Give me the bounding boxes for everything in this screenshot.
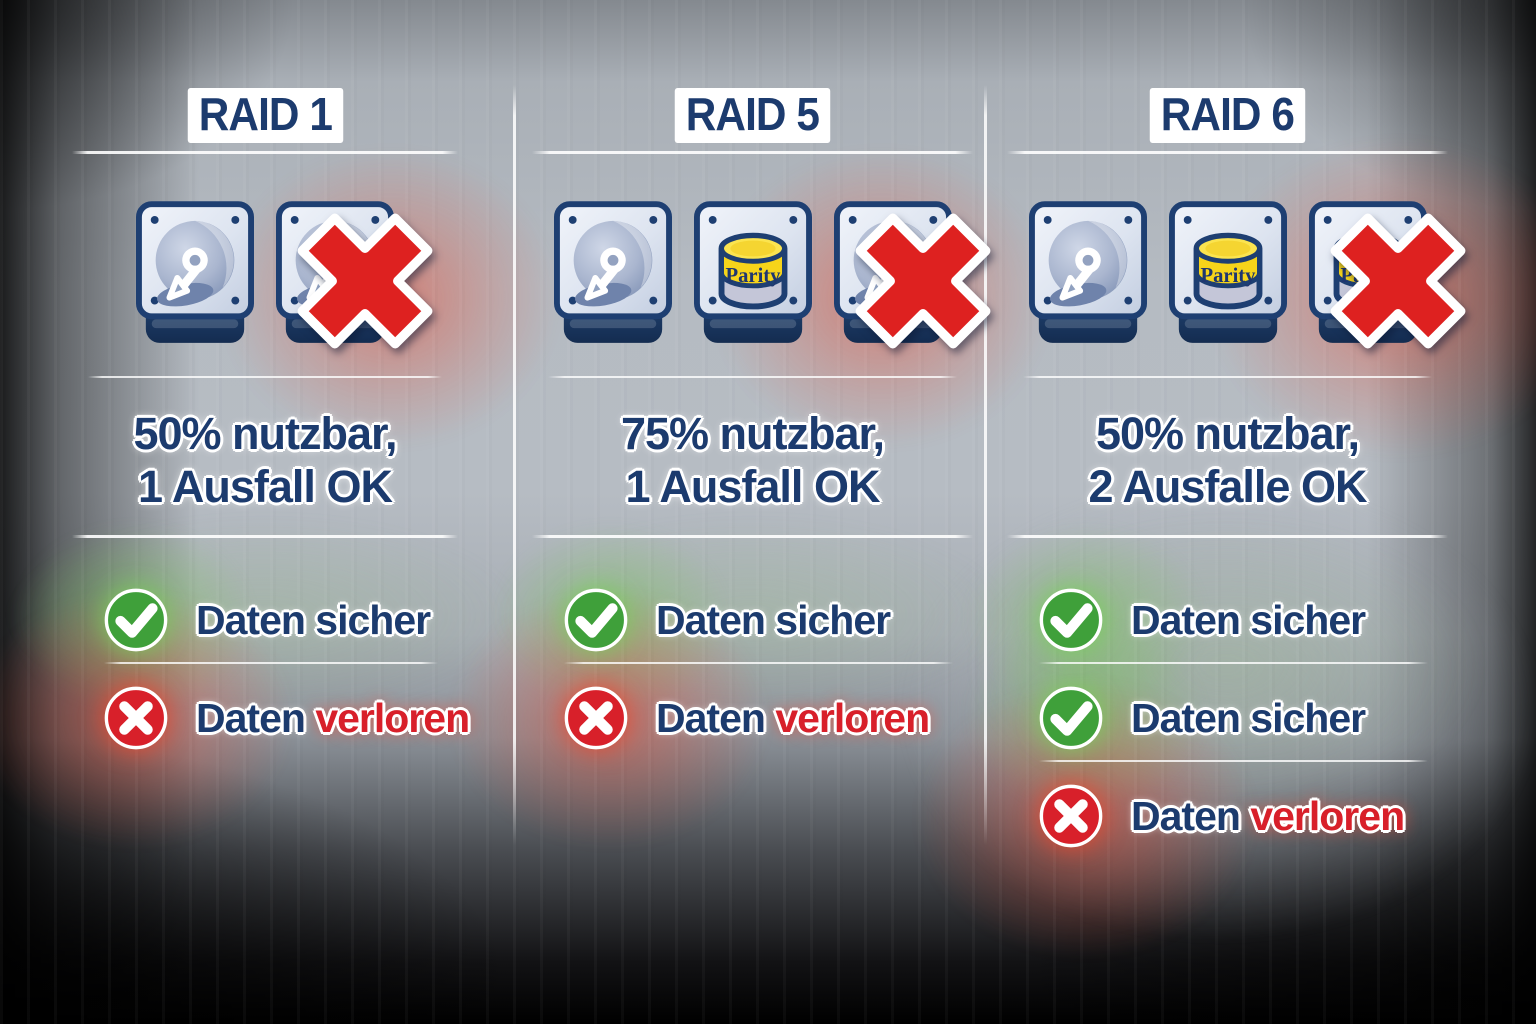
row-divider-line [1039, 760, 1428, 762]
status-row: Daten sicher [1037, 576, 1450, 664]
status-text-main: Daten sicher [196, 596, 431, 643]
column-title-label: RAID 6 [1149, 88, 1306, 143]
row-divider-line [564, 662, 953, 664]
parity-drive-failed: Parity [1308, 200, 1465, 352]
status-text: Daten verloren [656, 694, 930, 742]
row-divider-line [1039, 662, 1428, 664]
cross-icon [1039, 784, 1103, 848]
capacity-line-2: 1 Ausfall OK [138, 460, 393, 512]
data-drive-failed [833, 200, 990, 352]
divider-line [532, 151, 973, 154]
status-row: Daten sicher [1037, 674, 1450, 762]
check-badge [1037, 586, 1105, 654]
drive-row: Parity Parity [995, 200, 1465, 352]
divider-line [1007, 535, 1448, 538]
column-divider [984, 85, 987, 845]
cross-icon [104, 686, 168, 750]
hdd-icon [136, 201, 254, 343]
divider-line [1007, 151, 1448, 154]
cross-icon [564, 686, 628, 750]
status-row: Daten verloren [1037, 772, 1450, 860]
check-badge [562, 586, 630, 654]
divider-line [548, 376, 957, 378]
divider-line [72, 151, 458, 154]
column-title: RAID 1 [60, 88, 470, 143]
row-divider-line [104, 662, 438, 664]
check-badge [102, 586, 170, 654]
status-text: Daten verloren [1131, 792, 1405, 840]
raid-column-raid1: RAID 1 [60, 0, 470, 1024]
column-title: RAID 5 [520, 88, 985, 143]
status-text: Daten sicher [1131, 596, 1366, 644]
status-text-main: Daten sicher [1131, 596, 1366, 643]
check-icon [1039, 686, 1103, 750]
check-badge [1037, 684, 1105, 752]
column-title: RAID 6 [995, 88, 1460, 143]
column-title-label: RAID 5 [674, 88, 831, 143]
status-text-highlight: verloren [775, 694, 930, 741]
drive-row [60, 200, 470, 352]
failed-x-icon [855, 213, 990, 349]
failed-x-icon [297, 213, 433, 349]
hdd-icon [1028, 201, 1147, 343]
capacity-text: 75% nutzbar, 1 Ausfall OK [520, 408, 985, 513]
capacity-line-1: 50% nutzbar, [133, 408, 397, 459]
parity-label: Parity [725, 265, 781, 287]
data-drive [136, 200, 254, 352]
capacity-line-2: 2 Ausfalle OK [1088, 460, 1368, 512]
hdd-icon [553, 201, 672, 343]
parity-drive: Parity [693, 200, 812, 352]
status-row: Daten verloren [562, 674, 975, 762]
cross-badge [562, 684, 630, 752]
capacity-text: 50% nutzbar, 1 Ausfall OK [60, 408, 470, 513]
status-text: Daten verloren [196, 694, 470, 742]
status-text-main: Daten [656, 694, 776, 741]
divider-line [88, 376, 442, 378]
parity-disk-icon: Parity [693, 201, 812, 343]
status-text-main: Daten sicher [656, 596, 891, 643]
divider-line [72, 535, 458, 538]
status-row: Daten verloren [102, 674, 470, 762]
raid-column-raid6: RAID 6 Parity [995, 0, 1465, 1024]
divider-line [532, 535, 973, 538]
status-text-main: Daten [196, 694, 316, 741]
parity-label: Parity [1200, 265, 1256, 287]
column-divider [513, 85, 516, 845]
capacity-line-1: 50% nutzbar, [1095, 408, 1360, 459]
drive-row: Parity [520, 200, 990, 352]
status-text: Daten sicher [196, 596, 431, 644]
status-row: Daten sicher [102, 576, 460, 664]
data-drive [553, 200, 672, 352]
status-text-main: Daten sicher [1131, 694, 1366, 741]
column-title-label: RAID 1 [187, 88, 343, 143]
parity-disk-icon: Parity [1168, 201, 1287, 343]
status-text: Daten sicher [656, 596, 891, 644]
status-text: Daten sicher [1131, 694, 1366, 742]
check-icon [104, 588, 168, 652]
cross-badge [102, 684, 170, 752]
status-row: Daten sicher [562, 576, 975, 664]
status-text-highlight: verloren [315, 694, 470, 741]
parity-drive: Parity [1168, 200, 1287, 352]
raid-column-raid5: RAID 5 Parity [520, 0, 990, 1024]
capacity-line-1: 75% nutzbar, [620, 408, 885, 459]
capacity-text: 50% nutzbar, 2 Ausfalle OK [995, 408, 1460, 513]
status-text-highlight: verloren [1250, 792, 1405, 839]
check-icon [564, 588, 628, 652]
data-drive-failed [276, 200, 433, 352]
status-text-main: Daten [1131, 792, 1251, 839]
capacity-line-2: 1 Ausfall OK [625, 460, 881, 512]
failed-x-icon [1330, 213, 1465, 349]
data-drive [1028, 200, 1147, 352]
cross-badge [1037, 782, 1105, 850]
divider-line [1023, 376, 1432, 378]
check-icon [1039, 588, 1103, 652]
